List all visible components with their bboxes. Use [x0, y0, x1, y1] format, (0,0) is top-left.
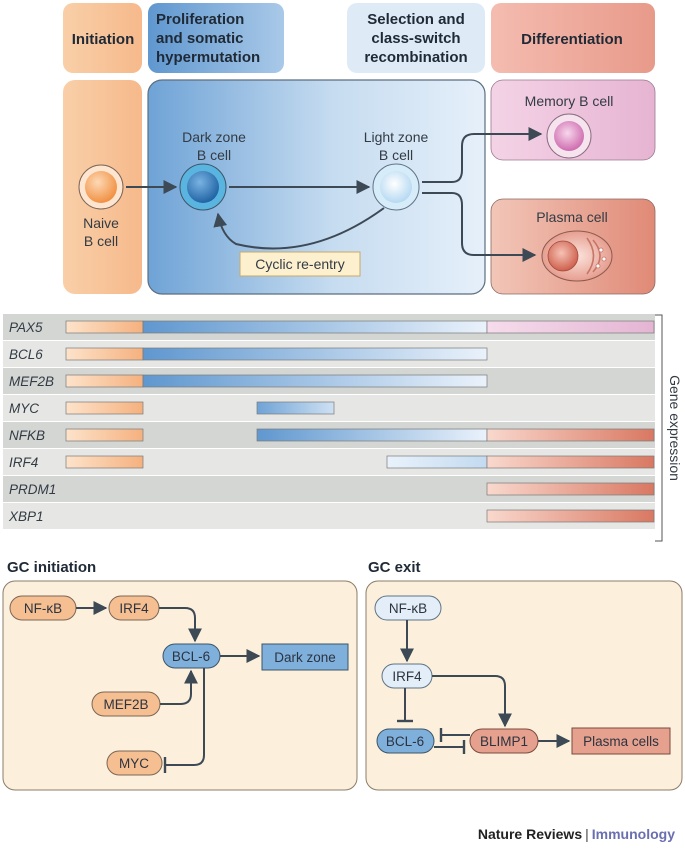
- selection-label-3: recombination: [364, 49, 467, 66]
- dark-zone-label-1: Dark zone: [182, 129, 246, 145]
- irf4-to-bcl6-arrow: [159, 607, 202, 643]
- differentiation-header: [491, 3, 655, 73]
- selection-header: [347, 3, 485, 73]
- bcl6-inhibits-myc: [165, 668, 205, 766]
- selection-label-2: class-switch: [371, 30, 460, 47]
- gc-init-nfkb-label: NF-κB: [24, 601, 62, 616]
- expression-bar: [256, 401, 335, 415]
- proliferation-label-1: Proliferation: [156, 11, 244, 28]
- gc-init-myc-node: [106, 750, 163, 776]
- gc-exit-blimp1-label: BLIMP1: [480, 734, 528, 749]
- light-to-plasma-arrow: [422, 192, 537, 262]
- gc-exit-plasma-cells-label: Plasma cells: [583, 734, 659, 749]
- naive-b-cell: [78, 164, 124, 210]
- expression-bar: [486, 428, 655, 442]
- gc-init-dark-zone-label: Dark zone: [274, 650, 336, 665]
- gc-init-mef2b-label: MEF2B: [103, 697, 148, 712]
- gc-init-bcl6-label: BCL-6: [172, 649, 210, 664]
- expression-bar: [65, 374, 144, 388]
- memory-label: Memory B cell: [525, 93, 614, 109]
- cyclic-reentry-label: Cyclic re-entry: [255, 256, 344, 272]
- gene-label-bcl6: BCL6: [9, 347, 43, 362]
- gene-expression-panel: PAX5 BCL6 MEF2B MYC NFKB IRF4 PRDM1 XBP1: [3, 314, 683, 542]
- gene-label-myc: MYC: [9, 401, 39, 416]
- journal-subject: Immunology: [591, 826, 675, 842]
- gene-label-mef2b: MEF2B: [9, 374, 54, 389]
- expression-bar: [386, 455, 488, 469]
- expression-bar: [256, 428, 488, 442]
- gene-label-pax5: PAX5: [9, 320, 43, 335]
- gene-label-xbp1: XBP1: [8, 509, 44, 524]
- expression-bar: [142, 374, 488, 388]
- light-zone-label-2: B cell: [379, 147, 413, 163]
- mef2b-to-bcl6-arrow: [160, 669, 198, 705]
- gc-exit-nfkb-label: NF-κB: [389, 601, 427, 616]
- initiation-label: Initiation: [72, 31, 135, 48]
- gc-exit-title: GC exit: [368, 559, 421, 576]
- gc-exit-plasma-cells-node: [571, 727, 671, 755]
- proliferation-label-3: hypermutation: [156, 49, 260, 66]
- expression-bar: [65, 455, 144, 469]
- expression-bar: [486, 455, 655, 469]
- gene-label-nfkb: NFKB: [9, 428, 45, 443]
- expression-bar: [65, 401, 144, 415]
- expression-bar: [486, 320, 655, 334]
- light-zone-b-cell: [372, 163, 420, 211]
- proliferation-header: [148, 3, 284, 73]
- proliferation-label-2: and somatic: [156, 30, 244, 47]
- journal-credit: Nature Reviews|Immunology: [478, 826, 675, 842]
- initiation-header: [63, 3, 142, 73]
- gc-init-irf4-label: IRF4: [119, 601, 149, 616]
- cyclic-reentry-box: [239, 251, 361, 277]
- dark-zone-b-cell: [179, 163, 227, 211]
- gc-initiation-title: GC initiation: [7, 559, 96, 576]
- journal-name: Nature Reviews: [477, 826, 583, 842]
- memory-b-cell: [546, 113, 592, 159]
- expression-bar: [486, 509, 655, 523]
- gene-expression-bracket: [655, 314, 663, 542]
- gene-label-irf4: IRF4: [9, 455, 38, 470]
- expression-bar: [65, 347, 144, 361]
- expression-bar: [142, 347, 488, 361]
- gc-exit-bcl6-label: BCL-6: [386, 734, 424, 749]
- dark-zone-label-2: B cell: [197, 147, 231, 163]
- gc-exit-irf4-label: IRF4: [392, 669, 422, 684]
- expression-bar: [65, 428, 144, 442]
- plasma-label: Plasma cell: [536, 209, 608, 225]
- light-zone-label-1: Light zone: [364, 129, 429, 145]
- gc-initiation-panel: [2, 580, 358, 791]
- expression-bar: [142, 320, 488, 334]
- gc-init-myc-label: MYC: [119, 756, 149, 771]
- gene-label-prdm1: PRDM1: [9, 482, 56, 497]
- expression-bar: [65, 320, 144, 334]
- gc-exit-bcl6-node: [376, 728, 435, 754]
- cyclic-reentry-arrow: [213, 207, 385, 250]
- naive-label-2: B cell: [84, 233, 118, 249]
- gene-expression-axis-label: Gene expression: [667, 375, 683, 481]
- expression-bar: [486, 482, 655, 496]
- selection-label-1: Selection and: [367, 11, 465, 28]
- footer-separator: |: [585, 826, 589, 842]
- differentiation-label: Differentiation: [521, 31, 623, 48]
- plasma-cell-icon: [541, 230, 613, 282]
- light-to-memory-arrow: [422, 127, 543, 183]
- naive-label-1: Naive: [83, 215, 119, 231]
- irf4-to-blimp1-arrow: [432, 675, 512, 728]
- gc-init-dark-zone-node: [261, 643, 349, 671]
